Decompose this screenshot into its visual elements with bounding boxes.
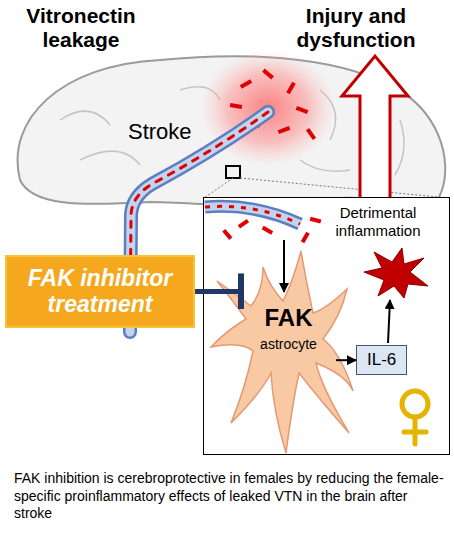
stroke-label: Stroke bbox=[128, 120, 192, 144]
outcome-heading: Injury and dysfunction bbox=[262, 4, 450, 52]
leaked-vitronectin-inset bbox=[222, 217, 321, 244]
microglia-cell bbox=[364, 248, 428, 298]
outcome-arrow bbox=[342, 56, 408, 205]
node-title: Detrimental inflammation bbox=[314, 204, 442, 240]
inhibitor-box: FAK inhibitor treatment bbox=[5, 255, 195, 328]
astrocyte-outline bbox=[241, 253, 336, 453]
connector-group bbox=[195, 291, 356, 360]
inset-vessel bbox=[205, 206, 300, 224]
secretion-arrow bbox=[336, 359, 356, 361]
inset-panel: Detrimental inflammationFAK astrocyteIL-6 bbox=[203, 197, 450, 455]
leak-arrow bbox=[283, 240, 285, 292]
node-title: IL-6 bbox=[367, 350, 396, 370]
leakage-heading: Vitronectin leakage bbox=[6, 4, 156, 52]
female-symbol bbox=[402, 391, 428, 444]
node-title: FAK inhibitor treatment bbox=[13, 265, 187, 318]
node-subtitle: astrocyte bbox=[241, 337, 336, 352]
node-title: FAK bbox=[241, 305, 336, 331]
figure-caption: FAK inhibition is cerebroprotective in f… bbox=[14, 470, 446, 523]
inset-ground bbox=[203, 197, 450, 455]
zoom-square bbox=[226, 166, 240, 178]
zoom-lines bbox=[204, 178, 449, 198]
il6-box: IL-6 bbox=[356, 345, 407, 375]
inhibition-connector bbox=[195, 289, 241, 294]
microglia-arrow bbox=[388, 300, 390, 343]
astrocyte-cell: FAK astrocyte bbox=[241, 253, 336, 453]
